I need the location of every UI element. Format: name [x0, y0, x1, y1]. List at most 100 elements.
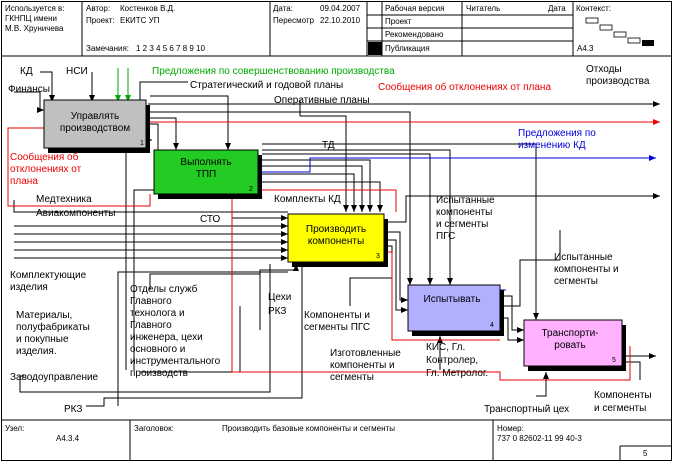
arrow-strategic-plans: [139, 81, 188, 100]
label-strategic-plans: Стратегический и годовой планы: [190, 80, 343, 91]
box-3-label-2: компоненты: [308, 236, 364, 247]
label-departments-3: технолога и: [130, 308, 185, 319]
label-kd: КД: [20, 66, 33, 77]
revision-label: Пересмотр: [273, 16, 315, 25]
box-5-number: 5: [612, 357, 616, 364]
label-proposals-improve: Предложения по совершенствованию произво…: [152, 66, 395, 77]
label-finance: Финансы: [8, 84, 50, 95]
label-materials-2: полуфабрикаты: [16, 321, 90, 333]
author-label: Автор:: [86, 4, 110, 13]
page-number: 5: [643, 449, 648, 458]
label-tested-segments-3: сегменты: [554, 276, 598, 287]
label-components-pgs-2: сегменты ПГС: [304, 322, 370, 333]
box-5-label-2: ровать: [554, 340, 585, 351]
label-rkz: РКЗ: [64, 404, 82, 415]
project-value: ЕКИТС УП: [120, 16, 160, 25]
number-value: 737 0 82602-11 99 40-3: [497, 434, 582, 443]
label-manufactured-1: Изготовленные: [330, 348, 401, 359]
context-map-icon: [585, 17, 654, 46]
used-in-label: Используется в:: [5, 4, 64, 13]
label-kd-kits: Комплекты КД: [274, 194, 341, 205]
label-materials-1: Материалы,: [16, 310, 72, 321]
label-workshops-rkz-1: Цехи: [268, 292, 291, 303]
label-departments-4: Главного: [130, 320, 172, 331]
activity-box-2[interactable]: Выполнять ТПП 2: [153, 149, 262, 199]
author-value: Костенков В.Д.: [120, 4, 175, 13]
box-2-label-2: ТПП: [196, 169, 216, 180]
arrow-tested-segments: [500, 230, 561, 307]
box-3-label-1: Производить: [306, 224, 366, 235]
header-table: Используется в: ГКНПЦ имени М.В. Хруниче…: [1, 1, 672, 57]
title-label: Заголовок:: [134, 424, 174, 433]
title-value: Производить базовые компоненты и сегмент…: [222, 424, 395, 433]
green-arrows: [115, 68, 131, 102]
label-departments-2: Главного: [130, 296, 172, 307]
revision-value: 22.10.2010: [320, 16, 361, 25]
date-col-label: Дата: [548, 4, 566, 13]
activity-box-5[interactable]: Транспорти- ровать 5: [523, 319, 626, 371]
context-node: А4.3: [577, 44, 594, 53]
label-avia-components: Авиакомпоненты: [36, 208, 115, 219]
arrow-transport-shop: [536, 372, 549, 397]
label-component-parts-2: изделия: [10, 282, 48, 293]
black-arrows: [13, 71, 660, 407]
label-components-pgs-1: Компоненты и: [304, 310, 370, 321]
box-5-label-1: Транспорти-: [541, 328, 598, 339]
label-med-tech: Медтехника: [36, 194, 92, 205]
label-tested-segments-1: Испытанные: [554, 252, 613, 263]
activity-box-4[interactable]: Испытывать 4: [407, 284, 504, 336]
arrow-proposals-kd: [262, 155, 656, 173]
arrow-tested-pgs: [386, 193, 660, 223]
label-departments-7: инструментального: [130, 356, 221, 367]
label-kis-3: Гл. Метролог.: [426, 368, 488, 379]
arrow-finance: [14, 91, 44, 113]
label-final-output-2: и сегменты: [594, 403, 646, 414]
label-production-waste-1: Отходы: [586, 64, 622, 75]
label-nsi: НСИ: [66, 66, 88, 77]
label-departments-5: инженера, цехи: [130, 332, 203, 343]
activity-box-3[interactable]: Производить компоненты 3: [287, 213, 388, 267]
project-label: Проект:: [86, 16, 115, 25]
label-workshops-rkz-2: РКЗ: [268, 306, 286, 317]
label-production-waste-2: производства: [586, 76, 650, 87]
notes-label: Замечания:: [86, 44, 129, 53]
label-plant-management: Заводоуправление: [10, 372, 99, 383]
box-1-number: 1: [140, 140, 144, 147]
number-label: Номер:: [497, 424, 524, 433]
label-proposals-kd-2: изменению КД: [518, 140, 586, 151]
status-publication: Публикация: [385, 44, 430, 53]
box-4-number: 4: [490, 322, 494, 329]
used-in-value-2: М.В. Хруничева: [5, 24, 64, 33]
box-1-label-1: Управлять: [71, 111, 120, 122]
used-in-value-1: ГКНПЦ имени: [5, 14, 57, 23]
status-recommended: Рекомендовано: [385, 30, 444, 39]
label-deviation-reports-top: Сообщения об отклонениях от плана: [378, 81, 551, 93]
box-2-number: 2: [249, 186, 253, 193]
arrow-kd-kits: [262, 173, 357, 212]
reader-label: Читатель: [466, 4, 500, 13]
arrow-td: [262, 159, 373, 212]
notes-value: 1 2 3 4 5 6 7 8 9 10: [136, 44, 205, 53]
red-arrows: [7, 119, 660, 381]
arrow-med-tech: [13, 200, 288, 213]
activity-boxes: Управлять производством 1 Выполнять ТПП …: [43, 99, 626, 371]
activity-box-1[interactable]: Управлять производством 1: [43, 99, 150, 153]
label-departments-6: основного и: [130, 344, 185, 355]
arrow-plan-to-test: [148, 111, 413, 285]
label-tested-pgs-4: ПГС: [436, 231, 455, 242]
label-departments-8: производств: [130, 368, 188, 379]
node-label: Узел:: [5, 424, 24, 433]
label-tested-pgs-1: Испытанные: [436, 195, 495, 206]
label-td: ТД: [322, 140, 335, 151]
date-label: Дата:: [273, 4, 293, 13]
arrow-operational-plans: [150, 95, 231, 150]
label-manufactured-3: сегменты: [330, 372, 374, 383]
label-materials-3: и покупные: [16, 334, 69, 345]
arrow-labels: КД НСИ Финансы Предложения по совершенст…: [8, 64, 652, 415]
label-materials-4: изделия.: [16, 346, 57, 357]
status-project: Проект: [385, 17, 412, 26]
label-kis-2: Контролер,: [426, 355, 478, 366]
label-deviation-left-1: Сообщения об: [10, 151, 79, 163]
label-tested-segments-2: компоненты и: [554, 264, 619, 275]
